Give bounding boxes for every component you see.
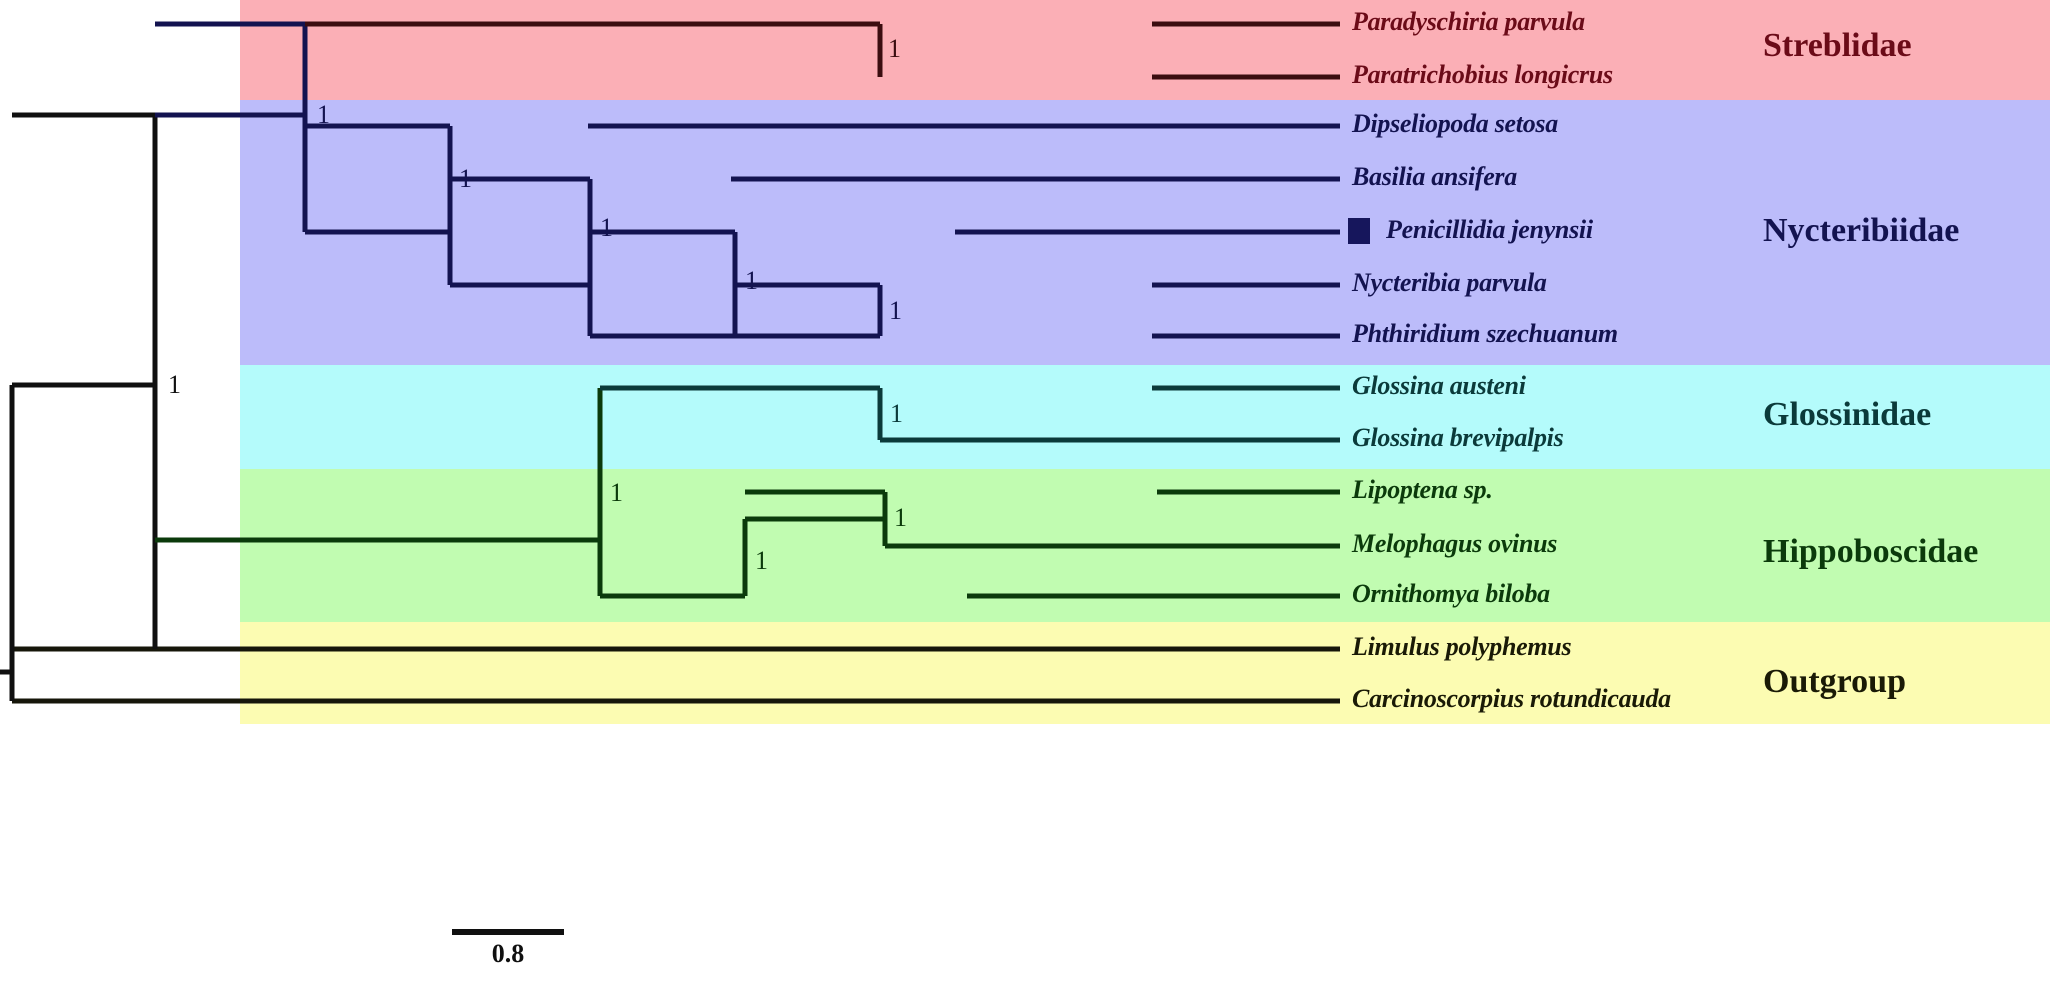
scale-bar-label: 0.8 [491, 939, 525, 968]
support-value-streblidae_nycteribiidae: 1 [317, 100, 330, 129]
family-band-outgroup [240, 622, 2050, 724]
tip-label-melophagus_ovinus: Melophagus ovinus [1352, 529, 1558, 558]
family-label-glossinidae: Glossinidae [1763, 396, 1932, 433]
tip-label-paradyschiria_parvula: Paradyschiria parvula [1352, 7, 1585, 36]
tip-label-ornithomya_biloba: Ornithomya biloba [1352, 579, 1550, 608]
support-value-nyct_node_c: 1 [745, 266, 758, 295]
family-label-hippoboscidae: Hippoboscidae [1763, 533, 1979, 570]
tip-label-nycteribia_parvula: Nycteribia parvula [1352, 268, 1547, 297]
tip-label-penicillidia_jenynsii: Penicillidia jenynsii [1386, 215, 1593, 244]
scale-bar-line [452, 929, 564, 935]
support-value-lipoptena_melophagus: 1 [894, 503, 907, 532]
support-value-glossina_crown: 1 [890, 399, 903, 428]
tip-label-glossina_austeni: Glossina austeni [1352, 371, 1526, 400]
support-value-nyct_node_d: 1 [889, 296, 902, 325]
family-label-outgroup: Outgroup [1763, 663, 1906, 700]
support-value-ingroup: 1 [168, 370, 181, 399]
tip-label-limulus_polyphemus: Limulus polyphemus [1352, 632, 1572, 661]
family-label-streblidae: Streblidae [1763, 27, 1912, 64]
tip-marker-square-penicillidia_jenynsii [1348, 218, 1370, 244]
tip-label-dipseliopoda_setosa: Dipseliopoda setosa [1352, 109, 1558, 138]
family-band-streblidae [240, 0, 2050, 100]
tip-label-glossina_brevipalpis: Glossina brevipalpis [1352, 423, 1564, 452]
support-value-streblidae_crown: 1 [888, 34, 901, 63]
support-value-hippo_crown: 1 [755, 546, 768, 575]
support-value-gloss_hippo: 1 [610, 478, 623, 507]
tip-label-lipoptena_sp: Lipoptena sp. [1352, 475, 1493, 504]
support-value-nycteribiidae_crown: 1 [459, 164, 472, 193]
tip-label-basilia_ansifera: Basilia ansifera [1352, 162, 1517, 191]
family-label-nycteribiidae: Nycteribiidae [1763, 212, 1960, 249]
tip-label-phthiridium_szechuanum: Phthiridium szechuanum [1352, 319, 1618, 348]
tip-label-paratrichobius_longicrus: Paratrichobius longicrus [1352, 60, 1613, 89]
tip-label-carcinoscorpius_rotundicauda: Carcinoscorpius rotundicauda [1352, 684, 1671, 713]
support-value-nyct_node_b: 1 [600, 213, 613, 242]
family-band-glossinidae [240, 365, 2050, 469]
